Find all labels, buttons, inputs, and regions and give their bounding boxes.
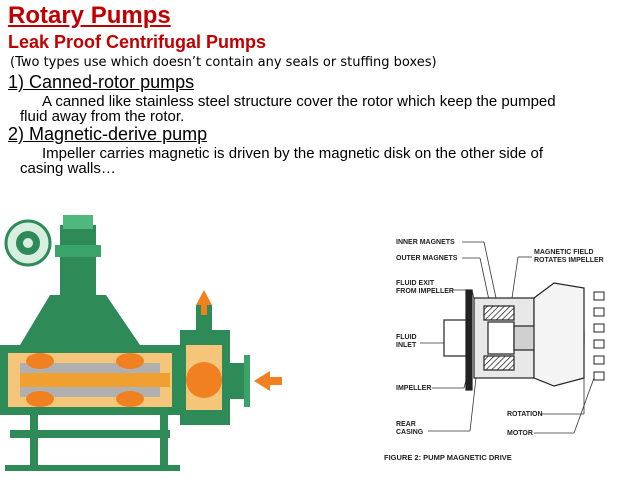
item2-line1-text: Impeller carries magnetic is driven by t… bbox=[42, 145, 544, 162]
label-inner-magnets: INNER MAGNETS bbox=[396, 239, 455, 246]
motor-housing bbox=[533, 282, 585, 387]
label-impeller: IMPELLER bbox=[396, 385, 431, 392]
item2-line1: Impeller carries magnetic is driven by t… bbox=[20, 146, 543, 161]
label-motor: MOTOR bbox=[507, 430, 533, 437]
rear-casing-wall bbox=[465, 289, 473, 391]
item1-line1-text: A canned like stainless steel structure … bbox=[42, 93, 556, 110]
item2-heading: 2) Magnetic-derive pump bbox=[8, 124, 208, 144]
magnetic-drive-figure: INNER MAGNETS OUTER MAGNETS FLUID EXIT F… bbox=[384, 239, 605, 462]
item1-line1: A canned like stainless steel structure … bbox=[20, 94, 556, 109]
fluid-inlet bbox=[443, 319, 467, 357]
label-fluid-inlet-1: FLUID bbox=[396, 334, 417, 341]
pump-base bbox=[10, 430, 170, 438]
slide-title: Rotary Pumps bbox=[8, 2, 171, 29]
label-outer-magnets: OUTER MAGNETS bbox=[396, 255, 458, 262]
note-text: (Two types use which doesn’t contain any… bbox=[10, 55, 437, 70]
label-magnetic-field-2: ROTATES IMPELLER bbox=[534, 257, 604, 264]
outlet-arrow-icon bbox=[196, 290, 212, 305]
label-fluid-exit-2: FROM IMPELLER bbox=[396, 288, 454, 295]
label-rear-casing-1: REAR bbox=[396, 421, 416, 428]
item1-heading: 1) Canned-rotor pumps bbox=[8, 72, 195, 92]
figure-caption: FIGURE 2: PUMP MAGNETIC DRIVE bbox=[384, 453, 512, 462]
label-rotation: ROTATION bbox=[507, 411, 543, 418]
item1-line2: fluid away from the rotor. bbox=[20, 108, 185, 125]
label-rear-casing-2: CASING bbox=[396, 429, 424, 436]
rotor-shaft bbox=[20, 373, 170, 387]
item2-line2: casing walls… bbox=[20, 160, 116, 177]
label-magnetic-field-1: MAGNETIC FIELD bbox=[534, 249, 594, 256]
label-fluid-inlet-2: INLET bbox=[396, 342, 417, 349]
label-fluid-exit-1: FLUID EXIT bbox=[396, 280, 435, 287]
slide-subtitle: Leak Proof Centrifugal Pumps bbox=[8, 32, 267, 52]
canned-pump-illustration bbox=[0, 215, 282, 471]
inlet-arrow-icon bbox=[254, 371, 270, 391]
motor-column bbox=[60, 225, 96, 295]
outer-magnets bbox=[483, 305, 515, 321]
